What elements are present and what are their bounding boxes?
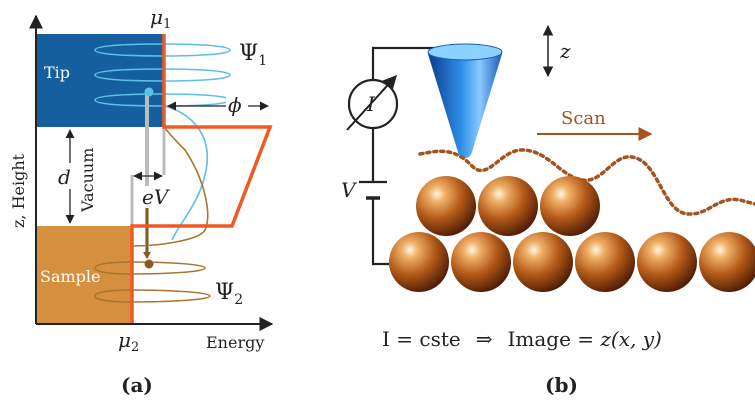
tip-electron — [144, 87, 154, 97]
atom — [513, 232, 573, 292]
scan-label: Scan — [561, 108, 606, 129]
phi-label-bg — [226, 95, 248, 117]
caption-a: (a) — [121, 373, 153, 397]
mu2-label: μ2 — [118, 328, 139, 355]
tip-label: Tip — [44, 63, 70, 82]
sample-region — [36, 226, 132, 324]
d-label-bg — [56, 163, 82, 189]
atom — [389, 232, 449, 292]
scan-path — [418, 148, 755, 216]
eV-label: eV — [142, 185, 171, 209]
circuit-wire — [371, 46, 437, 266]
eV-label-bg — [141, 186, 173, 208]
current-label: I — [366, 92, 376, 116]
equation-math: z(x, y) — [599, 327, 661, 351]
caption-b: (b) — [545, 373, 578, 397]
z-label: z — [559, 39, 571, 63]
barrier-outline — [130, 34, 273, 324]
psi2-oscillation — [94, 126, 211, 303]
mu1-label: μ1 — [150, 5, 171, 32]
voltage-label: V — [341, 178, 358, 202]
equation-left: I = cste — [382, 327, 461, 351]
atom — [699, 232, 755, 292]
atom — [575, 232, 635, 292]
sample-electron — [144, 259, 154, 269]
psi1-label: Ψ1 — [239, 41, 267, 69]
psi2-label: Ψ2 — [215, 280, 243, 308]
stm-tip — [428, 46, 502, 158]
atom — [637, 232, 697, 292]
equation-right: Image = — [507, 327, 600, 351]
ammeter-needle — [346, 74, 397, 131]
atom — [416, 176, 476, 236]
axis-x-label: Energy — [206, 333, 264, 352]
equation: I = cste ⇒ Image = z(x, y) — [382, 327, 662, 351]
atom — [451, 232, 511, 292]
phi-label: ϕ — [228, 93, 242, 117]
atom — [540, 176, 600, 236]
d-label: d — [58, 165, 71, 189]
atom-lattice — [389, 176, 755, 292]
panel-b: z Scan I V I = cste ⇒ Image = z(x, y) (b… — [341, 24, 755, 397]
stm-tip-top — [427, 43, 503, 61]
vacuum-label: Vacuum — [78, 148, 97, 213]
sample-label: Sample — [40, 267, 101, 286]
axis-y-label: z, Height — [9, 153, 28, 228]
tunneling-arrowhead — [143, 252, 151, 259]
atom — [478, 176, 538, 236]
panel-a: Tip Sample Vacuum z, Height Energy μ1 μ2… — [9, 5, 274, 397]
equation-arrow: ⇒ — [476, 327, 493, 351]
